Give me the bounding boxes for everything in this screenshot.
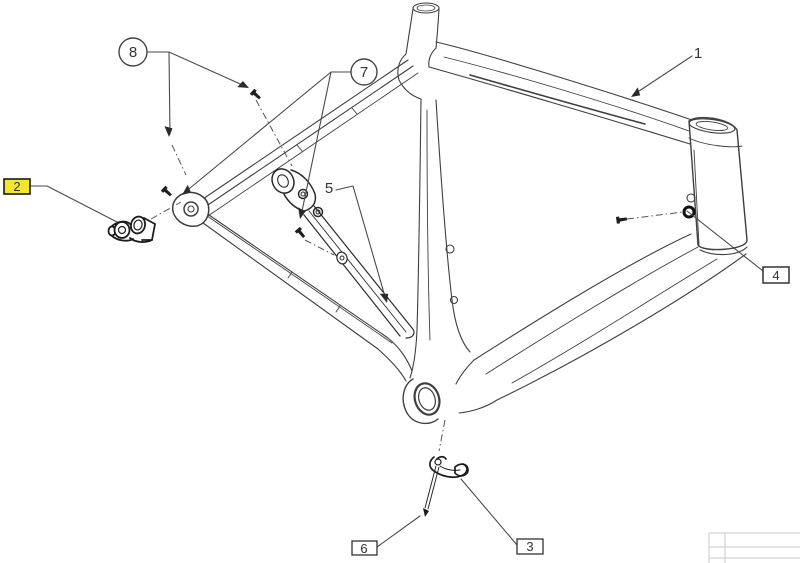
leader-arrowhead xyxy=(628,87,643,101)
alignment-dash-line xyxy=(150,201,182,220)
down-tube xyxy=(455,233,747,414)
alignment-dash-line xyxy=(438,419,446,452)
leader-arrowhead xyxy=(295,207,307,220)
leader-line-6 xyxy=(376,515,421,548)
leader-line-8 xyxy=(146,51,248,135)
leader-line-3 xyxy=(460,478,518,546)
chain-stay xyxy=(191,205,413,382)
cable-guide-part xyxy=(429,455,469,479)
mounting-screw xyxy=(294,226,307,240)
seatstay-tube-part xyxy=(303,205,415,339)
rear-dropout xyxy=(171,191,210,227)
leader-arrowhead xyxy=(379,291,391,305)
head-tube xyxy=(682,116,748,256)
callout-8-label: 8 xyxy=(129,44,137,61)
alignment-dash-lines xyxy=(150,99,684,452)
alignment-dash-line xyxy=(626,211,684,220)
callout-8[interactable]: 8 xyxy=(118,37,148,67)
bottle-boss xyxy=(449,295,459,305)
callout-4[interactable]: 4 xyxy=(762,266,790,284)
callout-7[interactable]: 7 xyxy=(350,58,378,86)
leader-line-5 xyxy=(335,185,387,301)
callout-3[interactable]: 3 xyxy=(516,538,544,555)
derailleur-hanger-part xyxy=(107,215,156,243)
leader-arrowhead xyxy=(164,125,173,138)
seatstay-pivot-linkage xyxy=(271,168,324,218)
bottom-bracket xyxy=(402,378,441,425)
seat-stay xyxy=(196,59,419,217)
leader-lines xyxy=(29,51,764,548)
leader-line-7 xyxy=(183,71,351,217)
bottle-boss xyxy=(445,244,455,254)
title-block-table xyxy=(708,532,800,563)
mounting-screw xyxy=(615,215,628,224)
leader-line-4 xyxy=(686,210,764,272)
callout-5[interactable]: 5 xyxy=(325,180,333,197)
cable-port-boss xyxy=(686,193,696,203)
leader-line-1 xyxy=(632,55,693,96)
leader-line-2 xyxy=(29,185,118,223)
seat-tube xyxy=(409,98,471,379)
callout-6-label: 6 xyxy=(360,541,367,556)
bicycle-frame-drawing xyxy=(171,2,748,425)
cable-port-ring xyxy=(682,205,696,219)
alignment-dash-line xyxy=(255,99,293,167)
callout-2-highlight-box xyxy=(3,178,31,195)
callout-2-label: 2 xyxy=(13,179,20,194)
callout-4-label: 4 xyxy=(772,268,779,283)
top-tube xyxy=(428,41,693,145)
leader-arrowhead xyxy=(237,79,251,92)
callout-7-label: 7 xyxy=(360,64,368,81)
callout-2[interactable]: 2 xyxy=(3,178,31,195)
mounting-screw xyxy=(249,88,263,101)
callout-6[interactable]: 6 xyxy=(351,540,378,556)
callouts: 8 7 1 5 2 4 6 3 xyxy=(3,37,790,556)
alignment-dash-line xyxy=(171,144,187,176)
callout-1[interactable]: 1 xyxy=(694,45,702,62)
alignment-dash-line xyxy=(304,239,335,256)
callout-3-label: 3 xyxy=(526,539,533,554)
seat-mast xyxy=(397,2,440,100)
mounting-screw xyxy=(160,185,174,198)
guide-bolt xyxy=(423,465,440,517)
